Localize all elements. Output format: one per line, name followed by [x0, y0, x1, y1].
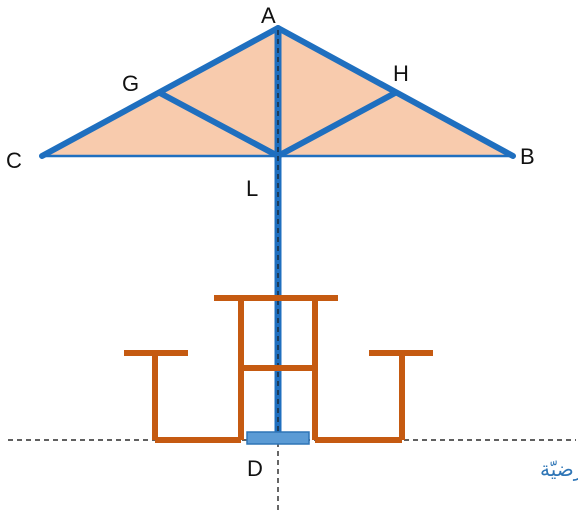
label-point-D: D	[247, 456, 263, 481]
label-point-B: B	[520, 144, 535, 169]
strut-GL	[157, 90, 281, 159]
ground-label: أرضيّة	[540, 456, 578, 481]
strut-HL	[275, 90, 398, 159]
label-point-H: H	[393, 61, 409, 86]
pole-base	[246, 431, 310, 445]
label-point-C: C	[6, 148, 22, 173]
label-point-L: L	[246, 176, 258, 201]
label-point-A: A	[261, 3, 276, 28]
label-point-G: G	[122, 71, 139, 96]
